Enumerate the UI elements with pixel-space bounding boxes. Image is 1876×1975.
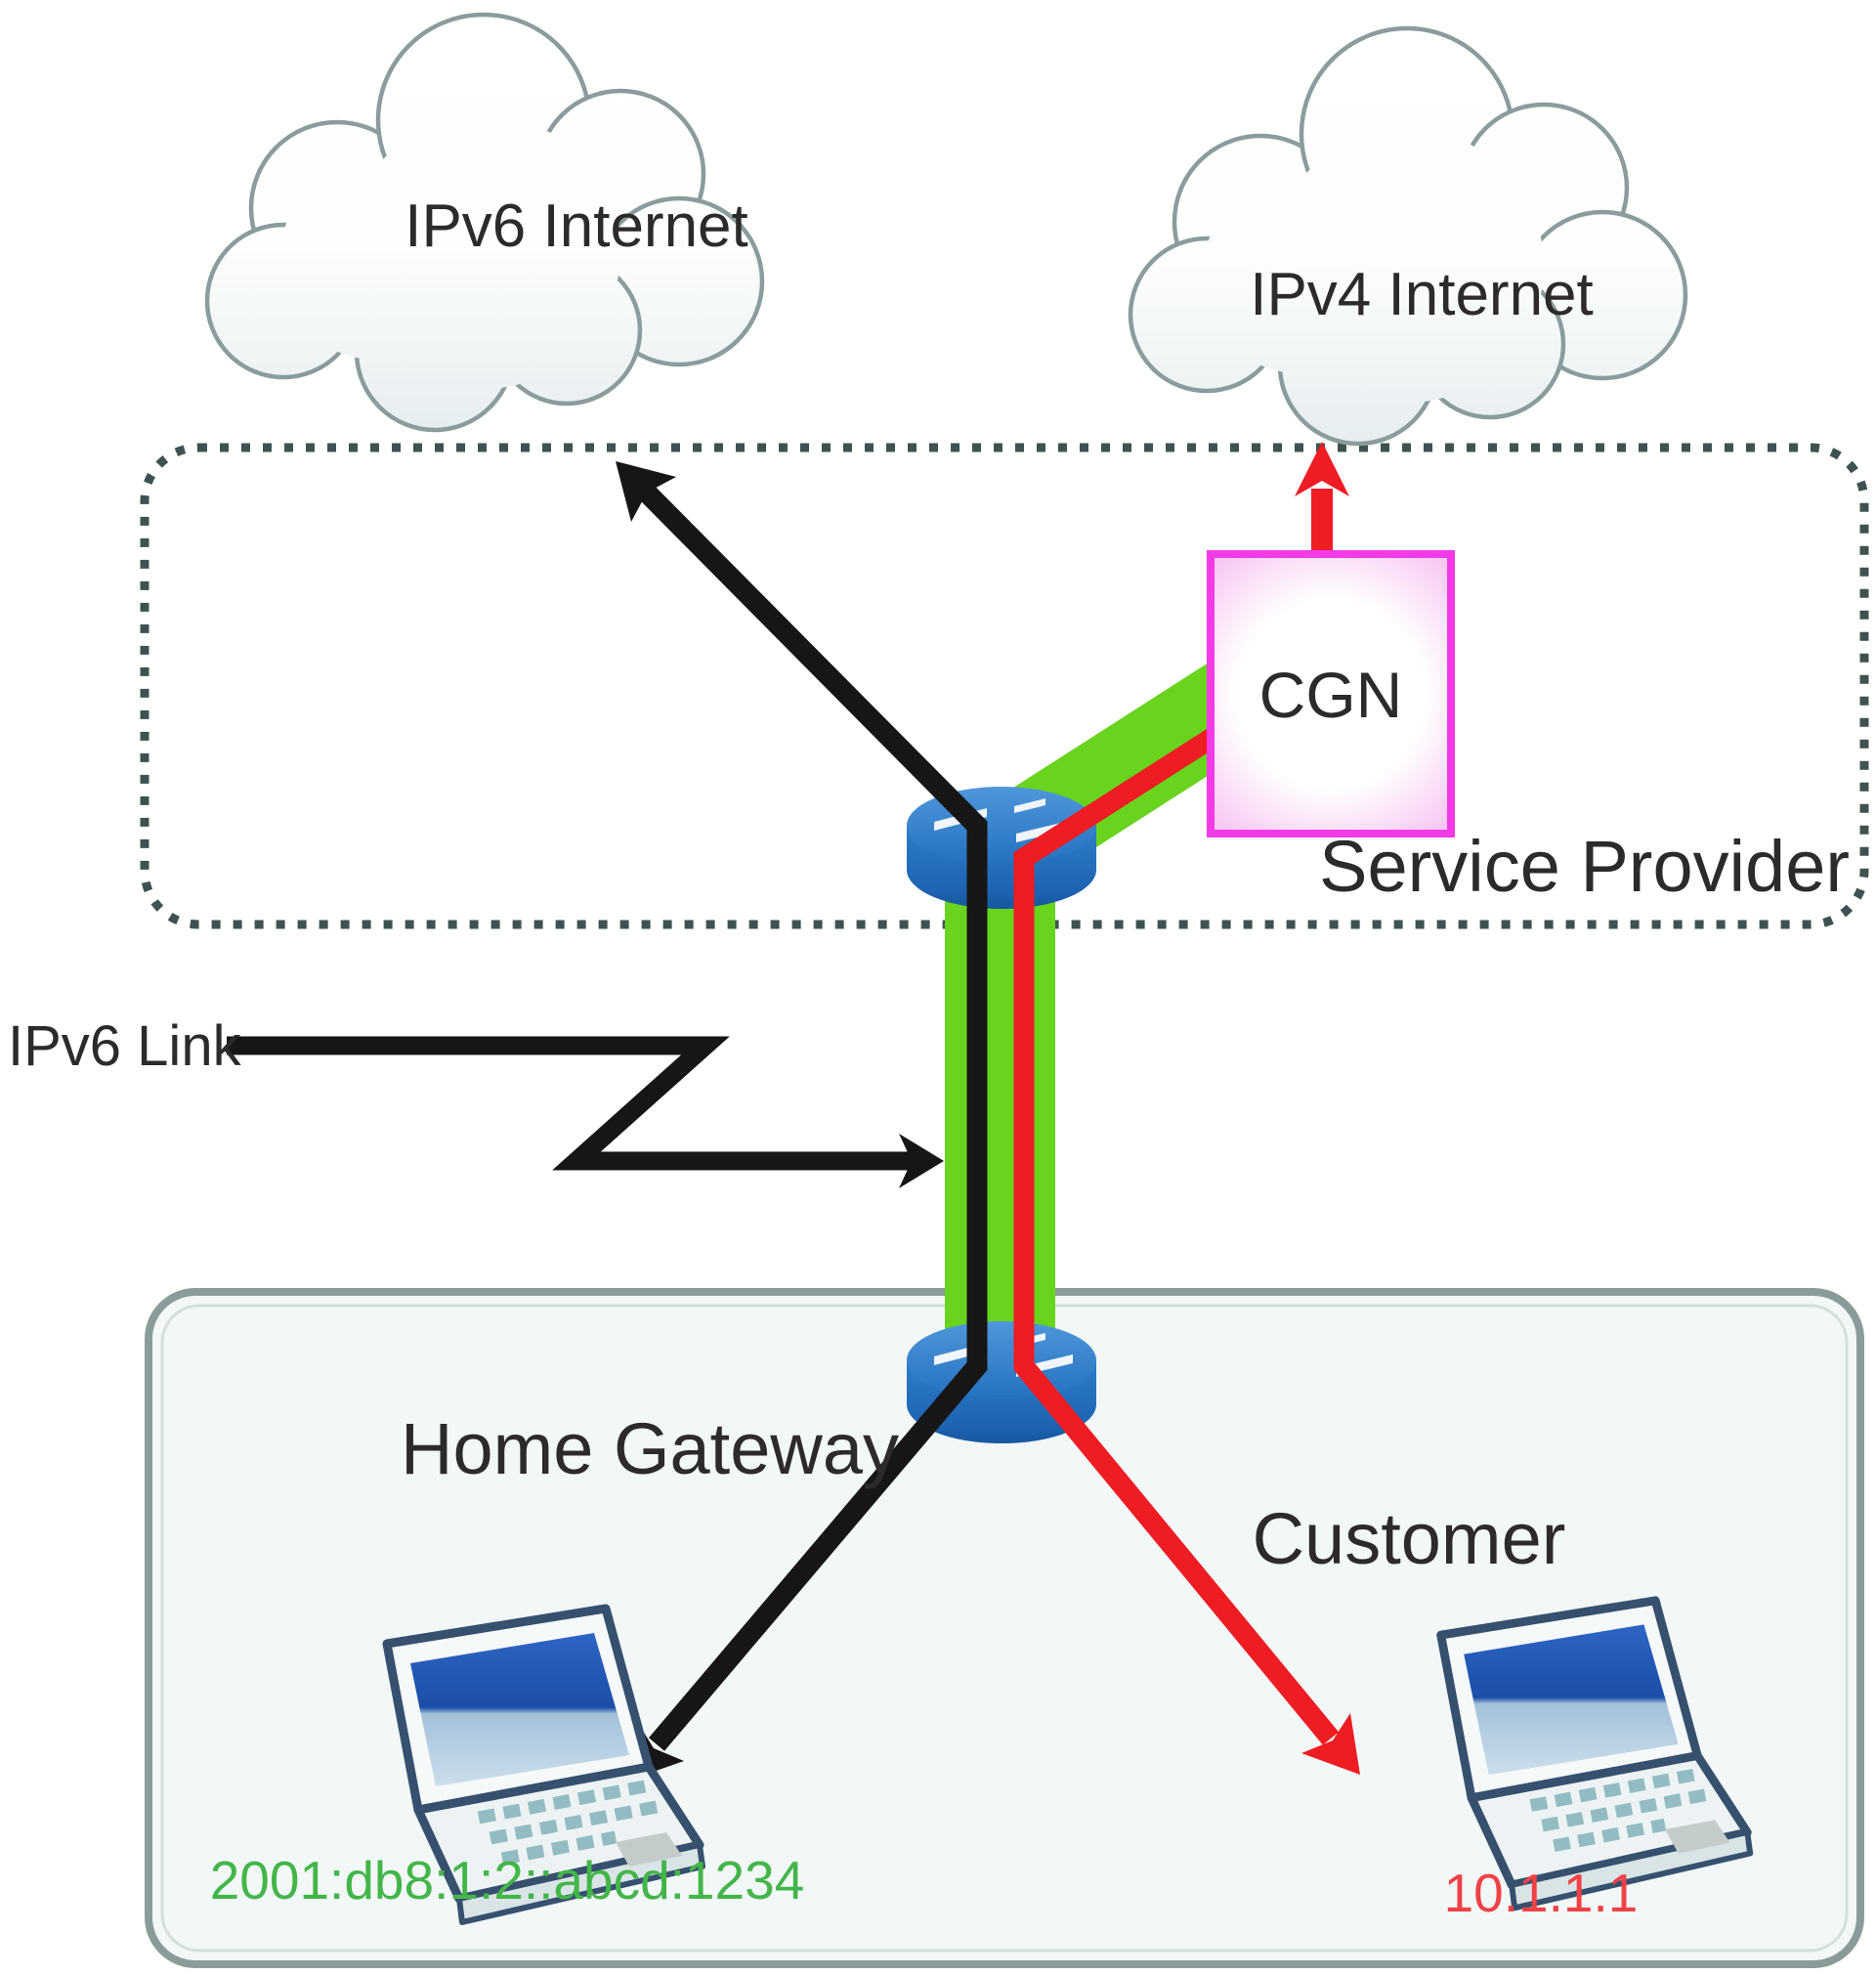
ipv4-internet-cloud-icon <box>1130 28 1685 444</box>
cgn-box <box>1207 550 1455 837</box>
customer-label: Customer <box>1253 1498 1566 1579</box>
ipv6-link-label: IPv6 Link <box>8 1014 242 1078</box>
service-provider-router-icon <box>907 787 1096 909</box>
ipv6-link-callout-arrow <box>227 1036 944 1188</box>
ipv6-host-address: 2001:db8:1:2::abcd:1234 <box>210 1850 805 1911</box>
service-provider-label: Service Provider <box>1319 826 1850 907</box>
ipv4-traffic-arrow <box>1013 697 1360 1775</box>
ipv6-internet-label: IPv6 Internet <box>405 193 748 260</box>
cgn-uplink-arrow <box>1295 442 1349 555</box>
cgn-label: CGN <box>1259 659 1403 731</box>
ipv4-internet-label: IPv4 Internet <box>1250 261 1594 328</box>
ipv4-host-address: 10.1.1.1 <box>1444 1863 1639 1923</box>
home-gateway-label: Home Gateway <box>401 1408 899 1489</box>
